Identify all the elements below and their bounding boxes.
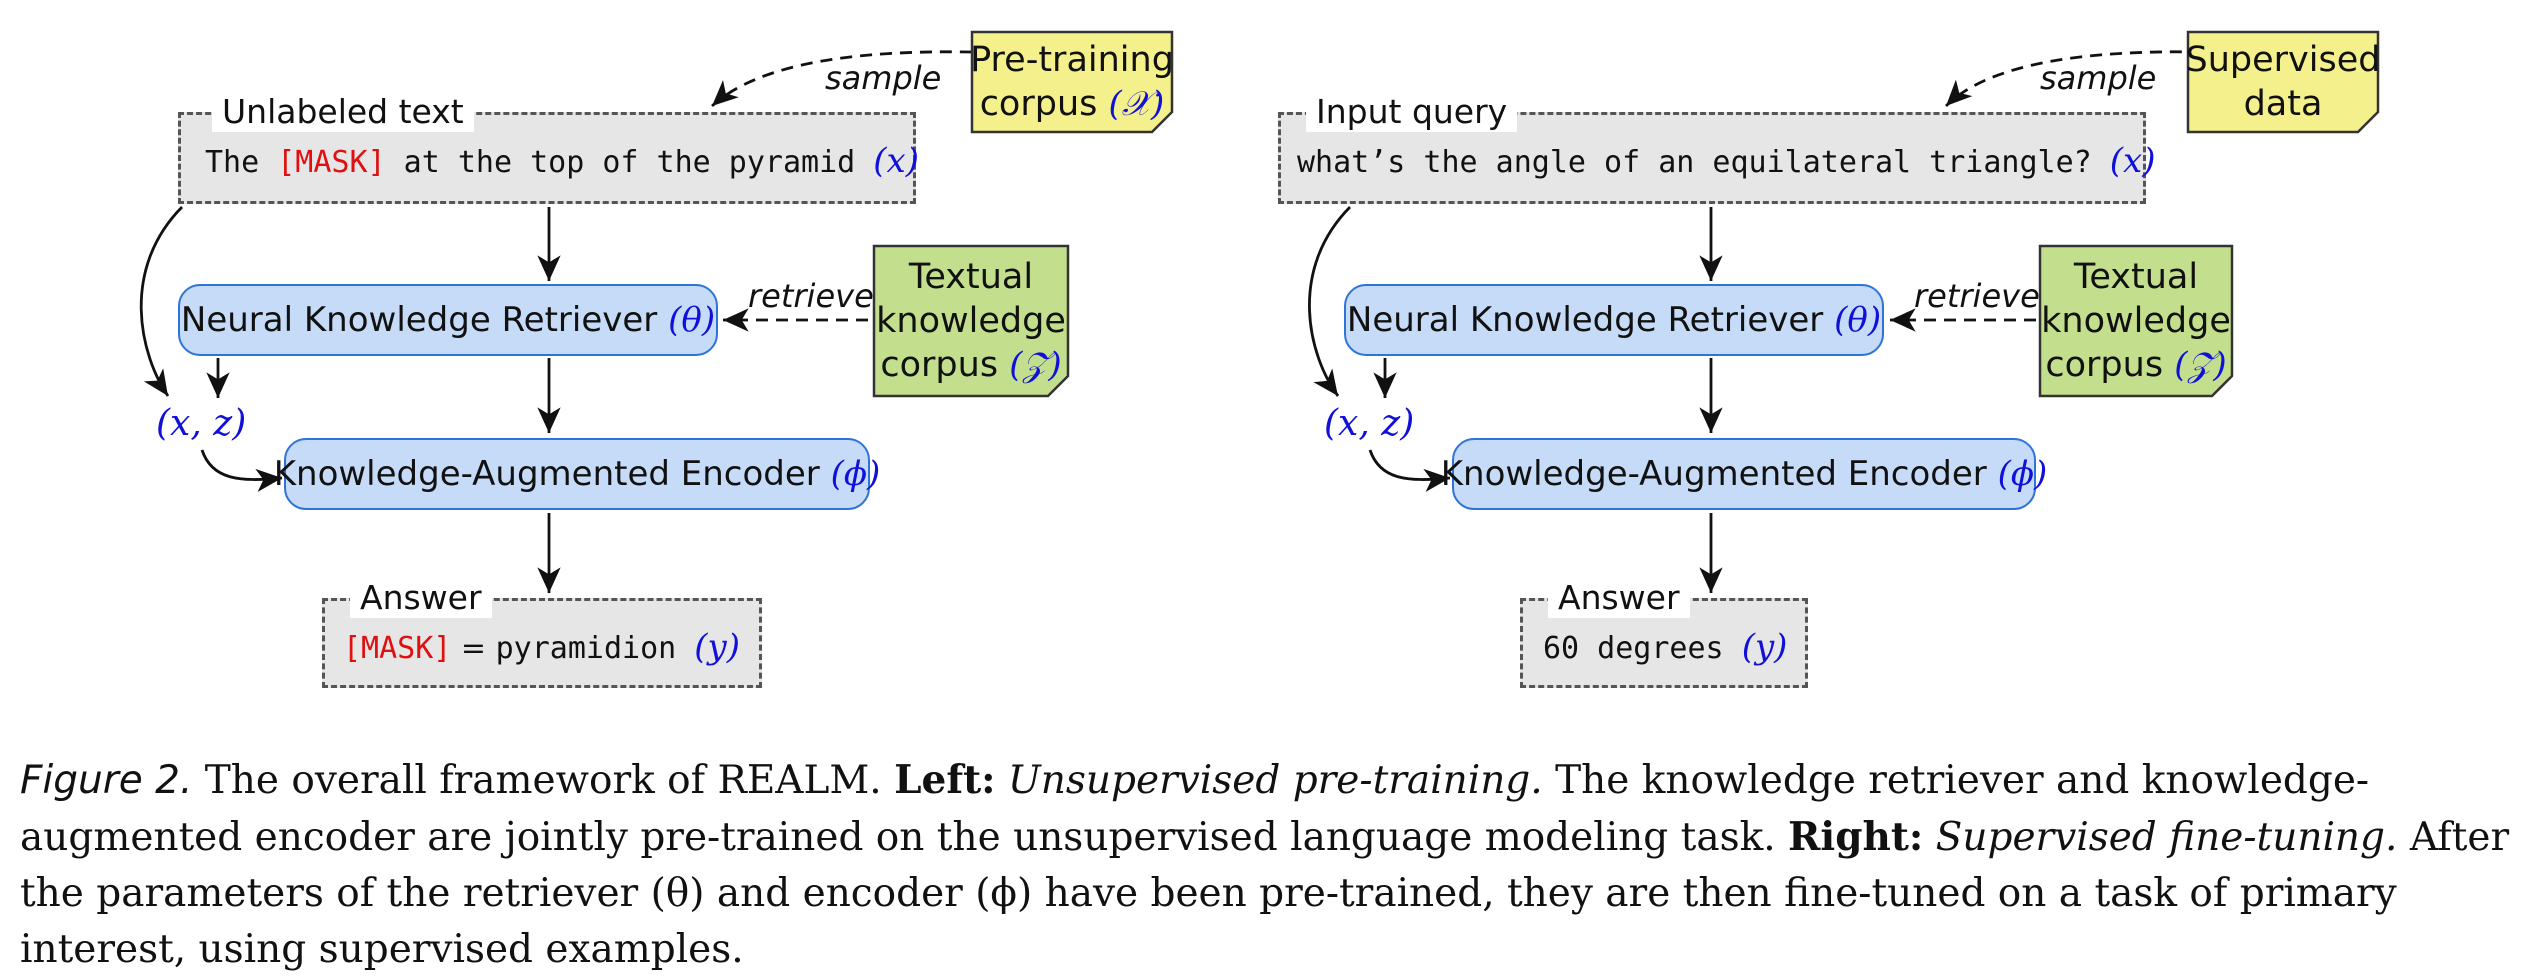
answer-text: 60 degrees	[1543, 631, 1724, 666]
note-line: Supervised	[2185, 40, 2381, 80]
text-segment: The	[205, 145, 278, 180]
left-knowledge-note-shape	[872, 244, 1070, 398]
input-query-content: what’s the angle of an equilateral trian…	[1297, 141, 2156, 183]
answer-title-right: Answer	[1548, 578, 1690, 618]
retriever-variable: (θ)	[1834, 300, 1882, 340]
retrieve-label-left: retrieve	[748, 277, 874, 315]
encoder-variable: (ϕ)	[830, 454, 881, 494]
xz-pair-label-right: (x, z)	[1324, 403, 1415, 444]
textual-knowledge-corpus-note-left: Textual knowledge corpus (𝒵)	[874, 246, 1068, 396]
caption-paragraph: Figure 2. The overall framework of REALM…	[20, 752, 2514, 978]
equals-sign: =	[451, 631, 496, 666]
query-text: what’s the angle of an equilateral trian…	[1297, 145, 2092, 180]
note-line: corpus (𝒳)	[980, 82, 1165, 126]
supervised-data-note-shape	[2186, 30, 2380, 134]
input-to-xz-curve-left	[139, 206, 183, 397]
input-query-title: Input query	[1306, 92, 1518, 132]
realm-framework-figure: Pre-training corpus (𝒳) sample The [MASK…	[20, 30, 2509, 972]
note-text: corpus	[880, 345, 999, 385]
retrieve-label-right: retrieve	[1914, 277, 2040, 315]
sample-label-left: sample	[825, 59, 942, 97]
figure-caption: Figure 2. The overall framework of REALM…	[20, 752, 2514, 978]
answer-content-left: [MASK] = pyramidion (y)	[343, 627, 740, 669]
note-line: corpus (𝒵)	[880, 343, 1061, 387]
note-line: Textual	[2073, 257, 2199, 297]
encoder-label: Knowledge-Augmented Encoder	[273, 454, 820, 494]
xz-pair-label-left: (x, z)	[156, 403, 247, 444]
corpus-variable: (𝒳)	[1108, 84, 1165, 124]
sample-arrow-right	[1945, 50, 2203, 107]
retriever-label: Neural Knowledge Retriever	[180, 300, 658, 340]
caption-left-subtitle: Unsupervised pre-training.	[995, 758, 1543, 803]
note-line: knowledge	[876, 301, 1066, 341]
neural-knowledge-retriever-right: Neural Knowledge Retriever (θ)	[1344, 284, 1884, 356]
caption-text: The overall framework of REALM.	[192, 758, 895, 803]
unlabeled-text-title: Unlabeled text	[212, 92, 474, 132]
note-line: Textual	[908, 257, 1034, 297]
note-line: corpus (𝒵)	[2045, 343, 2226, 387]
note-line: knowledge	[2041, 301, 2231, 341]
xz-to-encoder-curve-left	[200, 449, 283, 493]
answer-title-left: Answer	[350, 578, 492, 618]
knowledge-augmented-encoder-left: Knowledge-Augmented Encoder (ϕ)	[274, 438, 880, 510]
mask-token: [MASK]	[277, 145, 386, 180]
retriever-label: Neural Knowledge Retriever	[1346, 300, 1824, 340]
diagram-connectors	[139, 30, 2380, 593]
input-variable: (x)	[2109, 141, 2156, 181]
right-knowledge-note-shape	[2038, 244, 2234, 398]
retriever-variable: (θ)	[668, 300, 716, 340]
supervised-data-note: Supervised data	[2185, 32, 2381, 132]
text-segment: at the top of the pyramid	[385, 145, 856, 180]
knowledge-variable: (𝒵)	[1009, 345, 1062, 385]
encoder-variable: (ϕ)	[1997, 454, 2048, 494]
sample-label-right: sample	[2040, 59, 2157, 97]
figure-label: Figure 2.	[20, 758, 193, 803]
pretraining-corpus-note: Pre-training corpus (𝒳)	[970, 32, 1174, 132]
neural-knowledge-retriever-left: Neural Knowledge Retriever (θ)	[178, 284, 718, 356]
answer-content-right: 60 degrees (y)	[1543, 627, 1787, 669]
input-variable: (x)	[873, 141, 920, 181]
answer-variable: (y)	[694, 627, 741, 667]
caption-text: The knowledge retriever and knowledge-au…	[20, 758, 2370, 860]
caption-right-heading: Right:	[1788, 814, 1924, 860]
caption-left-heading: Left:	[894, 757, 996, 803]
mask-token: [MASK]	[343, 631, 452, 666]
note-line: data	[2243, 84, 2323, 124]
sample-arrow-left	[711, 50, 973, 108]
xz-to-encoder-curve-right	[1368, 449, 1451, 493]
answer-text: pyramidion	[495, 631, 677, 666]
encoder-label: Knowledge-Augmented Encoder	[1440, 454, 1987, 494]
caption-right-subtitle: Supervised fine-tuning.	[1923, 815, 2398, 860]
pretraining-corpus-note-shape	[970, 30, 1174, 134]
knowledge-augmented-encoder-right: Knowledge-Augmented Encoder (ϕ)	[1441, 438, 2047, 510]
note-text: corpus	[2045, 345, 2164, 385]
note-text: corpus	[979, 84, 1098, 124]
unlabeled-text-content: The [MASK] at the top of the pyramid (x)	[205, 141, 919, 183]
answer-variable: (y)	[1741, 627, 1788, 667]
textual-knowledge-corpus-note-right: Textual knowledge corpus (𝒵)	[2040, 246, 2232, 396]
input-to-xz-curve-right	[1308, 206, 1351, 397]
knowledge-variable: (𝒵)	[2174, 345, 2227, 385]
note-line: Pre-training	[970, 40, 1174, 80]
